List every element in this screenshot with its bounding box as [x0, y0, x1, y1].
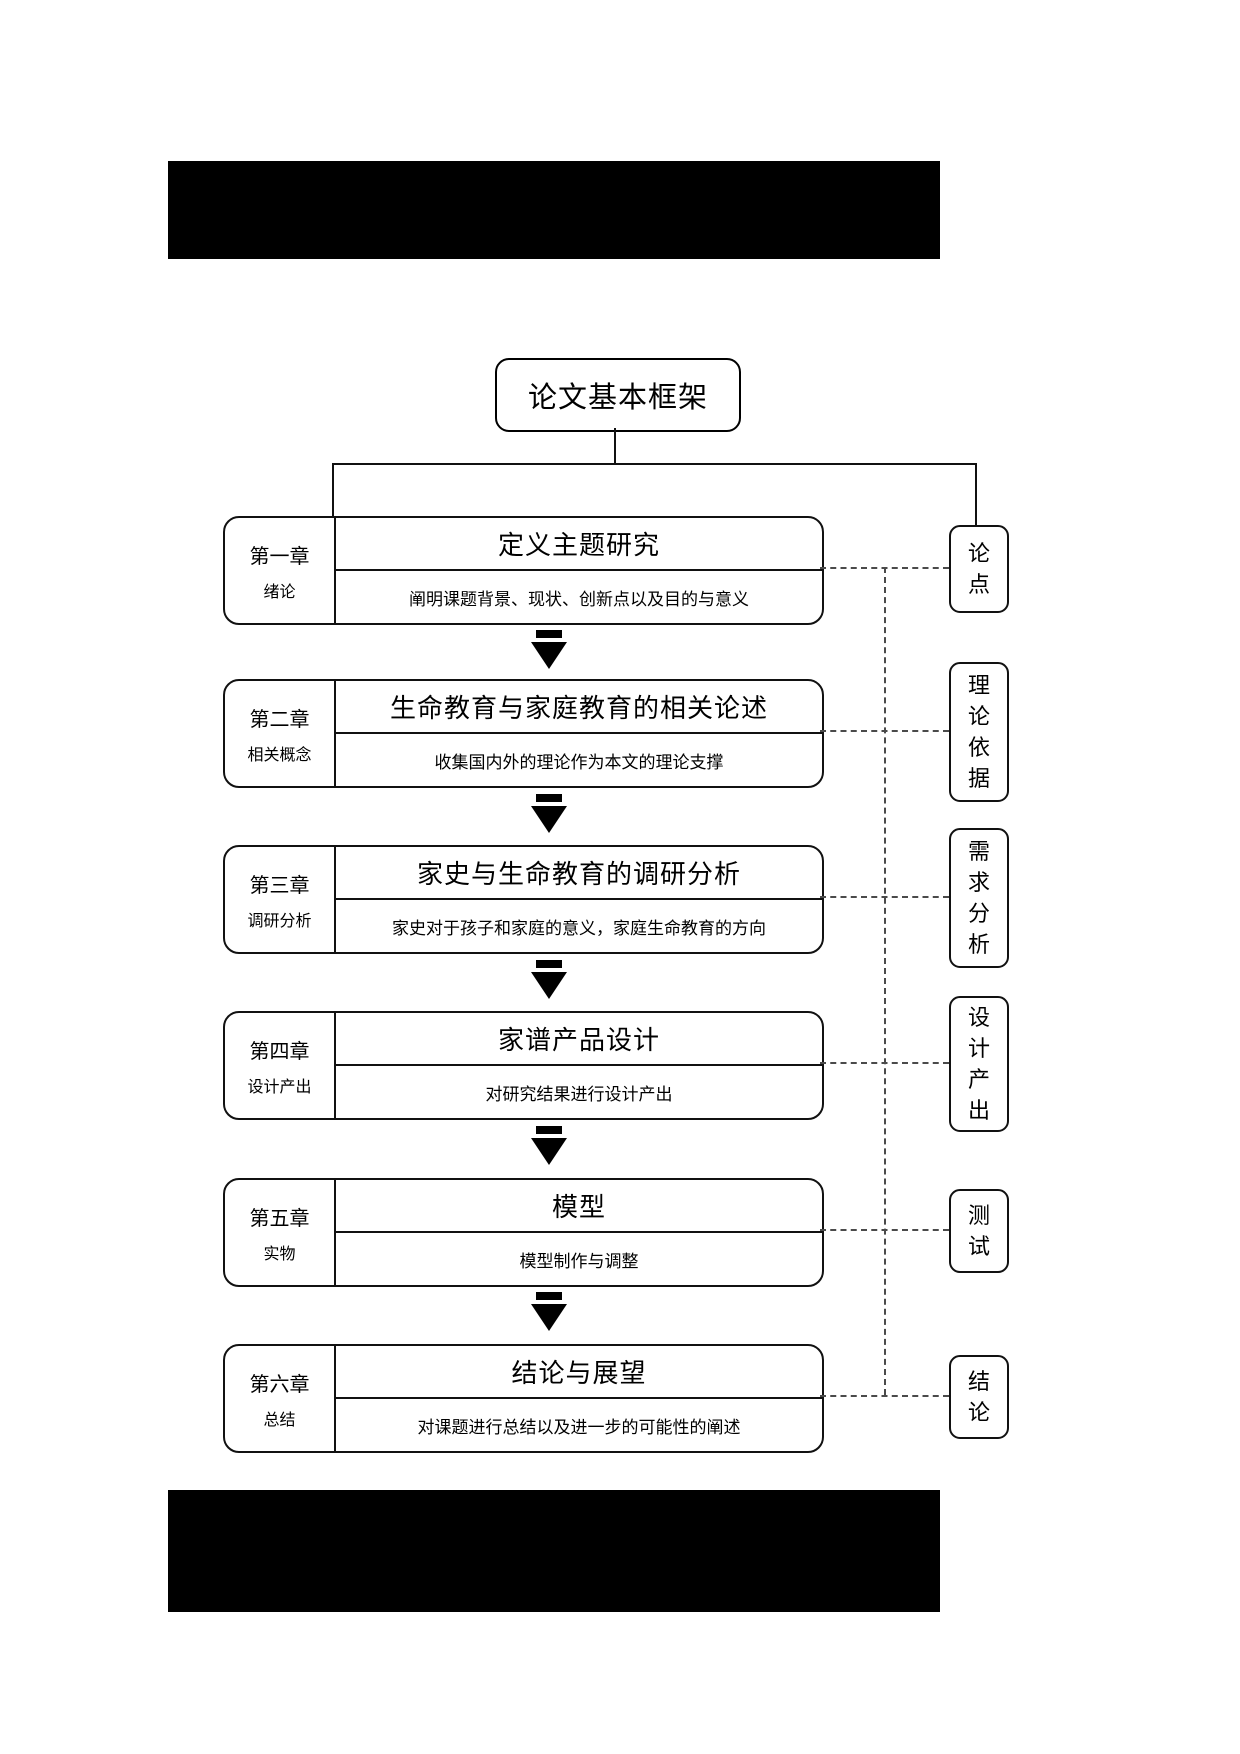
chapter-label: 绪论	[263, 583, 296, 601]
down-arrow-icon	[531, 1292, 567, 1331]
row-subtitle: 收集国内外的理论作为本文的理论支撑	[434, 752, 724, 772]
side-label-box: 测试	[949, 1189, 1009, 1273]
diagram-title: 论文基本框架	[527, 382, 708, 414]
chapter-row-5: 第五章 实物 模型 模型制作与调整	[223, 1178, 824, 1287]
chapter-cell: 第三章 调研分析	[225, 847, 336, 952]
chapter-number: 第一章	[249, 545, 310, 568]
row-title: 家史与生命教育的调研分析	[336, 847, 822, 900]
row-subtitle: 对研究结果进行设计产出	[485, 1084, 673, 1104]
chapter-number: 第三章	[249, 874, 310, 897]
side-label-box: 需求分析	[949, 828, 1009, 968]
diagram-title-box: 论文基本框架	[495, 358, 741, 432]
chapter-content: 家史与生命教育的调研分析 家史对于孩子和家庭的意义，家庭生命教育的方向	[336, 847, 822, 952]
chapter-cell: 第四章 设计产出	[225, 1013, 336, 1118]
side-label: 测试	[967, 1203, 990, 1259]
chapter-content: 结论与展望 对课题进行总结以及进一步的可能性的阐述	[336, 1346, 822, 1451]
chapter-number: 第四章	[249, 1040, 310, 1063]
bottom-redaction-bar	[168, 1490, 940, 1612]
row-subtitle: 家史对于孩子和家庭的意义，家庭生命教育的方向	[392, 918, 766, 938]
down-arrow-icon	[531, 960, 567, 999]
chapter-content: 定义主题研究 阐明课题背景、现状、创新点以及目的与意义	[336, 518, 822, 623]
side-label-box: 设计产出	[949, 996, 1009, 1132]
dashed-bus-line	[884, 567, 886, 1395]
side-label-box: 理论依据	[949, 662, 1009, 802]
chapter-number: 第六章	[249, 1373, 310, 1396]
chapter-cell: 第一章 绪论	[225, 518, 336, 623]
chapter-cell: 第二章 相关概念	[225, 681, 336, 786]
row-subtitle: 模型制作与调整	[519, 1251, 639, 1271]
down-arrow-icon	[531, 1126, 567, 1165]
row-title: 家谱产品设计	[336, 1013, 822, 1066]
row-subtitle: 对课题进行总结以及进一步的可能性的阐述	[417, 1417, 741, 1437]
down-arrow-icon	[531, 630, 567, 669]
connector-drop-right-line	[975, 463, 977, 525]
chapter-label: 总结	[263, 1411, 296, 1429]
side-label-box: 结论	[949, 1355, 1009, 1439]
chapter-label: 相关概念	[247, 746, 312, 764]
chapter-row-1: 第一章 绪论 定义主题研究 阐明课题背景、现状、创新点以及目的与意义	[223, 516, 824, 625]
chapter-content: 家谱产品设计 对研究结果进行设计产出	[336, 1013, 822, 1118]
chapter-number: 第五章	[249, 1207, 310, 1230]
side-label: 结论	[967, 1369, 990, 1425]
side-label: 需求分析	[967, 839, 990, 957]
connector-drop-left-line	[332, 463, 334, 516]
chapter-number: 第二章	[249, 708, 310, 731]
side-label: 论点	[967, 541, 990, 597]
side-label: 理论依据	[967, 673, 990, 791]
chapter-cell: 第六章 总结	[225, 1346, 336, 1451]
row-title: 定义主题研究	[336, 518, 822, 571]
chapter-cell: 第五章 实物	[225, 1180, 336, 1285]
side-label-box: 论点	[949, 525, 1009, 613]
connector-stem-line	[614, 428, 616, 464]
chapter-content: 模型 模型制作与调整	[336, 1180, 822, 1285]
row-subtitle: 阐明课题背景、现状、创新点以及目的与意义	[409, 589, 749, 609]
top-redaction-bar	[168, 161, 940, 259]
chapter-label: 实物	[263, 1245, 296, 1263]
down-arrow-icon	[531, 794, 567, 833]
connector-branch-line	[332, 463, 977, 465]
dashed-connector	[820, 1395, 949, 1397]
chapter-content: 生命教育与家庭教育的相关论述 收集国内外的理论作为本文的理论支撑	[336, 681, 822, 786]
row-title: 生命教育与家庭教育的相关论述	[336, 681, 822, 734]
chapter-label: 设计产出	[247, 1078, 312, 1096]
chapter-row-2: 第二章 相关概念 生命教育与家庭教育的相关论述 收集国内外的理论作为本文的理论支…	[223, 679, 824, 788]
chapter-row-3: 第三章 调研分析 家史与生命教育的调研分析 家史对于孩子和家庭的意义，家庭生命教…	[223, 845, 824, 954]
chapter-label: 调研分析	[247, 912, 312, 930]
row-title: 结论与展望	[336, 1346, 822, 1399]
side-label: 设计产出	[967, 1005, 990, 1123]
chapter-row-4: 第四章 设计产出 家谱产品设计 对研究结果进行设计产出	[223, 1011, 824, 1120]
chapter-row-6: 第六章 总结 结论与展望 对课题进行总结以及进一步的可能性的阐述	[223, 1344, 824, 1453]
row-title: 模型	[336, 1180, 822, 1233]
